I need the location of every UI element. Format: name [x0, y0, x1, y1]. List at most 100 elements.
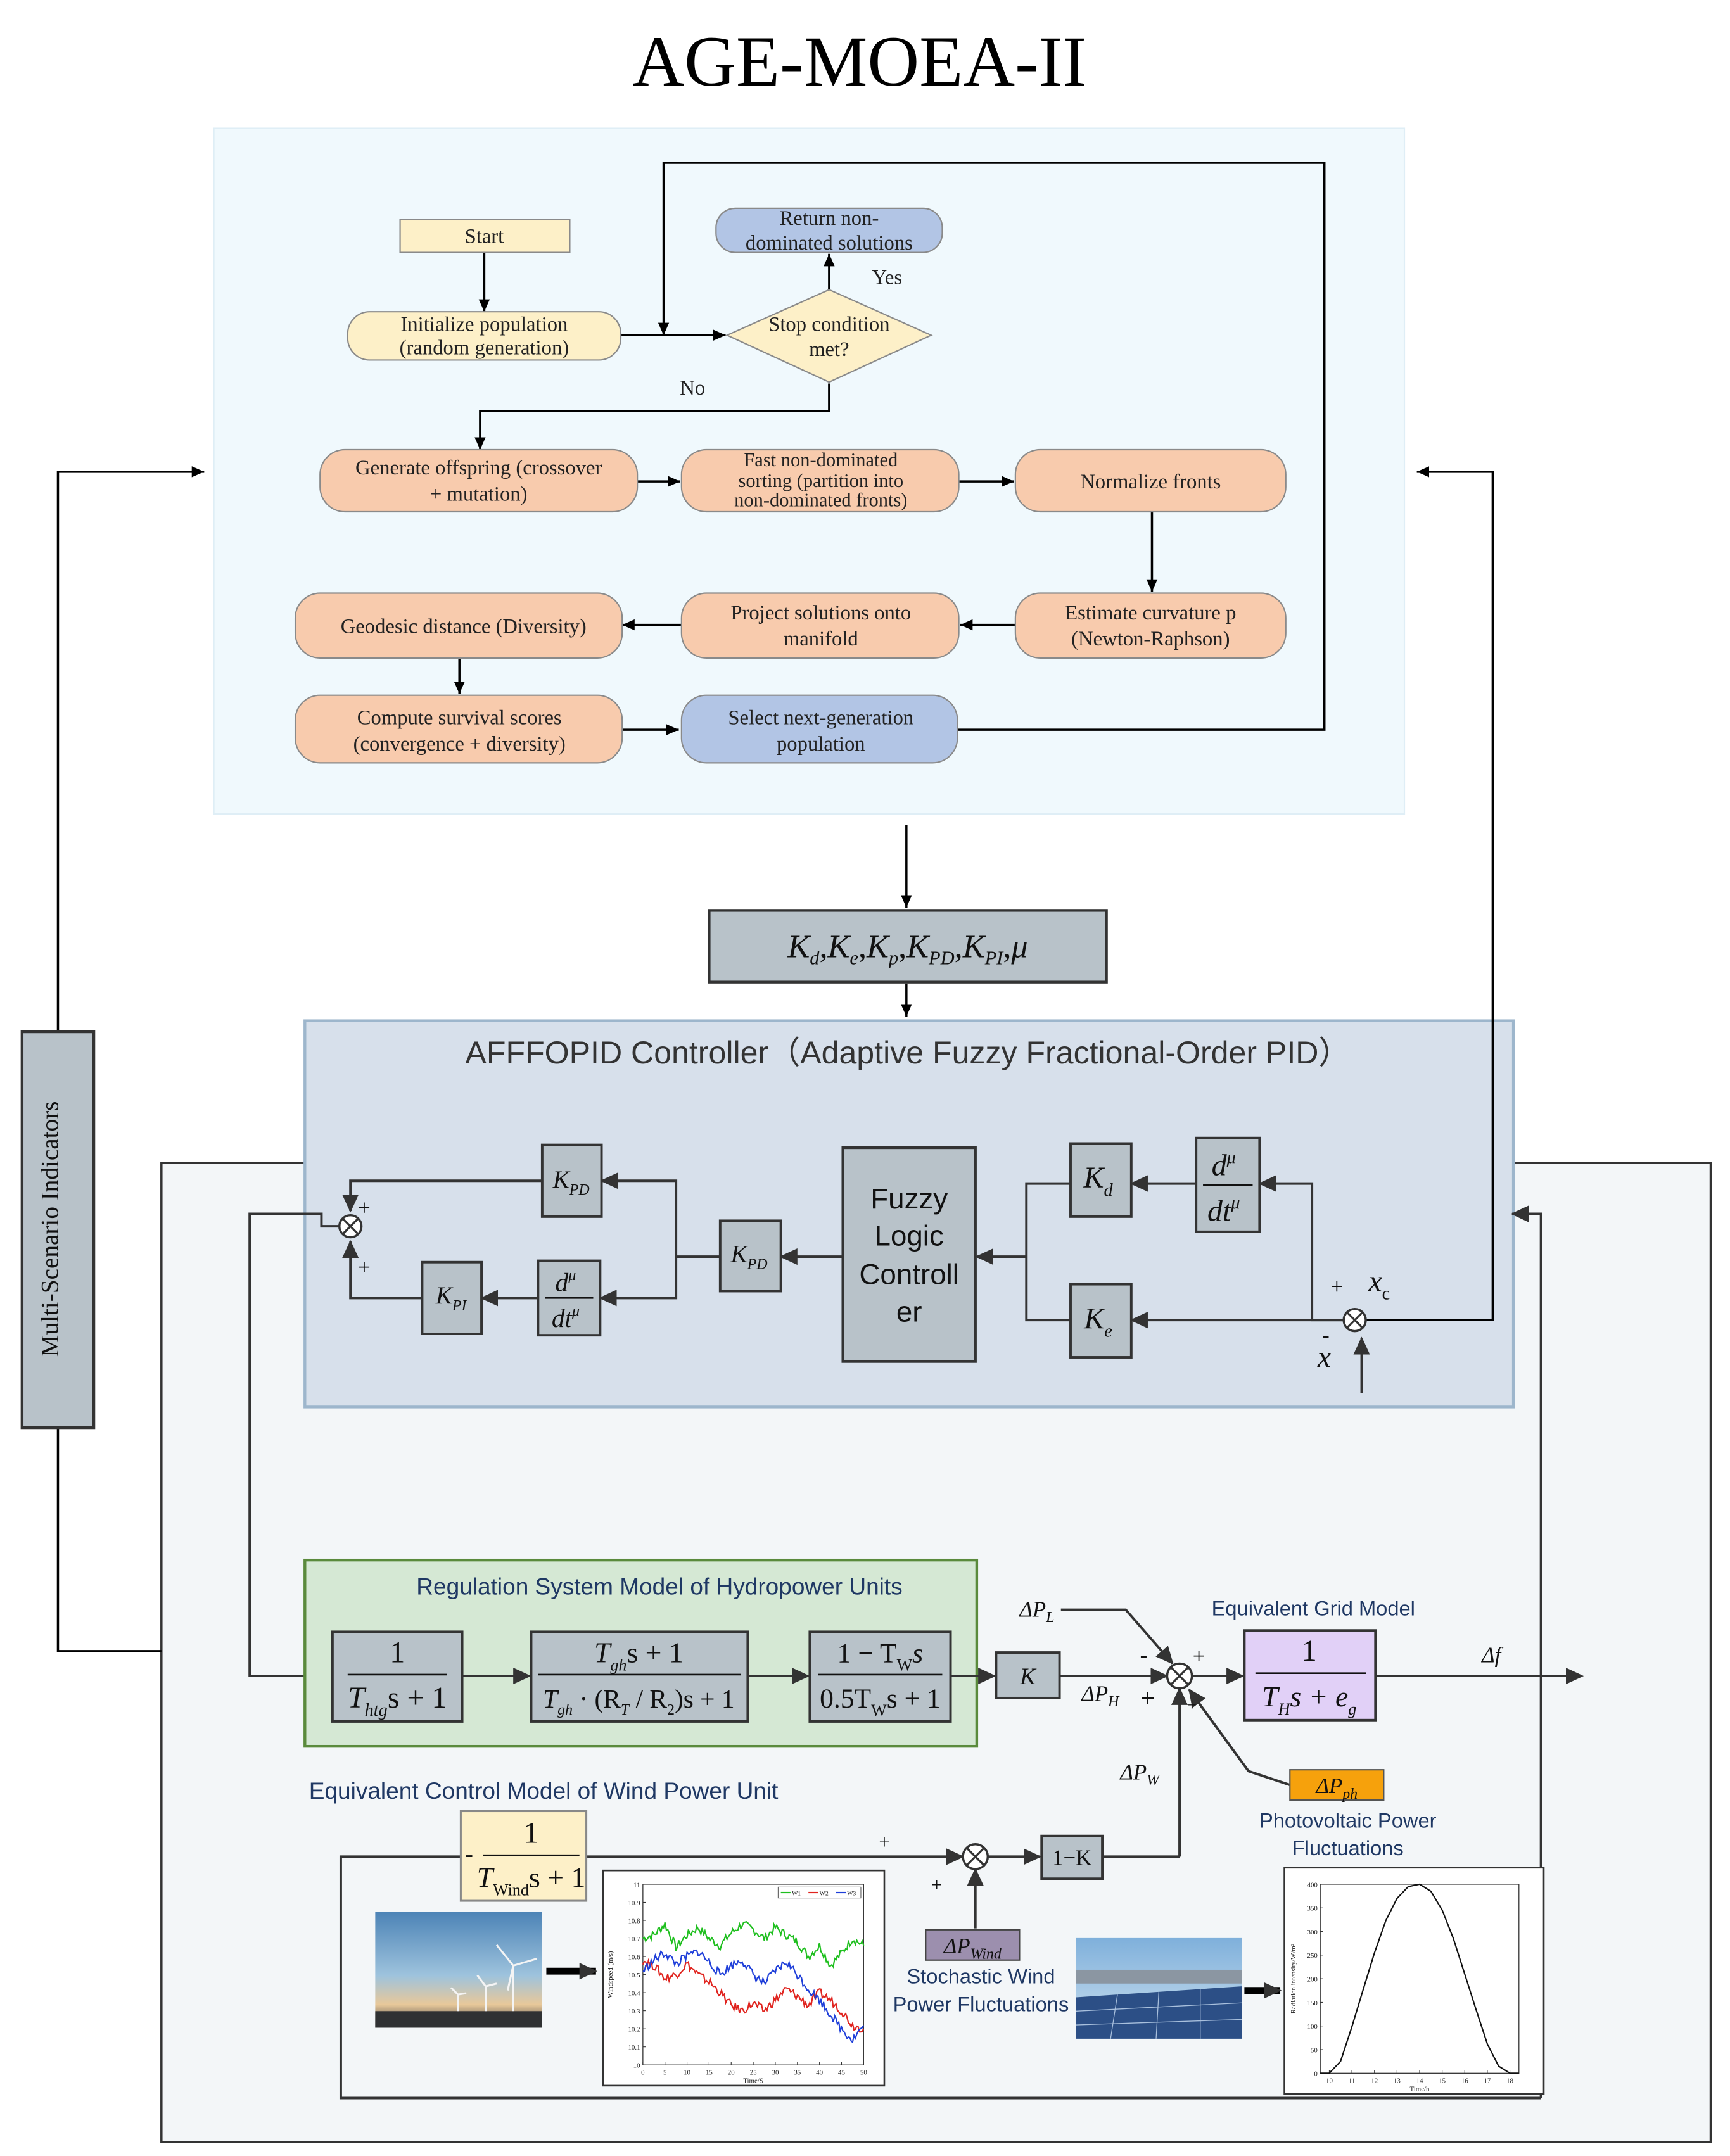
stochastic-wind-line2: Power Fluctuations: [893, 1992, 1069, 2015]
wind-y-tick-label: 10.3: [628, 2008, 640, 2015]
hydro-tf1-num: 1: [390, 1635, 405, 1669]
parameter-vector: Kd,Ke,Kp,KPD,KPI,μ: [787, 928, 1027, 968]
wind-y-tick-label: 10.2: [628, 2026, 640, 2034]
grid-tf-num: 1: [1302, 1634, 1317, 1668]
wind-x-tick-label: 15: [706, 2069, 713, 2076]
grid-sum-plus-left: +: [1141, 1685, 1155, 1712]
wind-model-title: Equivalent Control Model of Wind Power U…: [309, 1777, 779, 1804]
error-sum-cross: [1345, 1310, 1364, 1329]
no-label: No: [680, 377, 705, 400]
wind-x-tick-label: 10: [684, 2069, 690, 2076]
kd-block: [1069, 1142, 1133, 1218]
hydro-tf3-den: 0.5TWs + 1: [820, 1684, 941, 1720]
start-label: Start: [465, 225, 504, 248]
one-minus-k-label: 1−K: [1052, 1845, 1091, 1870]
pv-y-tick-label: 350: [1307, 1905, 1318, 1913]
wind-legend-label: W2: [820, 1890, 829, 1897]
wind-tf-num: 1: [523, 1817, 538, 1850]
delta-f-label: Δf: [1480, 1642, 1503, 1667]
ke-label: Ke: [1083, 1302, 1112, 1341]
wind-x-tick-label: 25: [750, 2069, 757, 2076]
curvature-label-line2: (Newton-Raphson): [1071, 628, 1230, 650]
grid-sum-plus-right: +: [1193, 1644, 1205, 1668]
wind-turbine-photo: [375, 1912, 542, 2028]
pv-radiation-curve: [1320, 1883, 1519, 2074]
stop-condition-decision: [725, 289, 933, 383]
pid-sum-plus-top: +: [358, 1196, 371, 1221]
pv-y-tick-label: 300: [1307, 1929, 1318, 1936]
multi-scenario-indicators-box: [20, 1030, 96, 1430]
pv-y-tick-label: 400: [1307, 1881, 1318, 1889]
normalize-fronts-node: [1014, 448, 1287, 513]
hydro-tf1-block: [331, 1630, 464, 1723]
pv-x-tick-label: 13: [1394, 2077, 1401, 2085]
flc-line4: er: [896, 1295, 922, 1328]
select-label-line1: Select next-generation: [728, 706, 913, 729]
solar-panel-photo: [1076, 1937, 1242, 2039]
pv-y-tick-label: 0: [1314, 2070, 1318, 2078]
project-label-line2: manifold: [784, 628, 858, 650]
delta-pph-label: ΔPph: [1314, 1773, 1358, 1803]
grid-sum-plus-bottom: +: [1187, 1696, 1197, 1715]
kpi-label: KPI: [435, 1282, 467, 1314]
wind-y-tick-label: 10: [633, 2062, 640, 2070]
reference-xc: xc: [1368, 1264, 1390, 1303]
curvature-label-line1: Estimate curvature p: [1065, 602, 1236, 625]
wind-tf-minus: -: [465, 1841, 473, 1868]
wind-speed-chart-frame: [602, 1869, 886, 2087]
flc-line1: Fuzzy: [870, 1183, 948, 1215]
flc-line2: Logic: [875, 1220, 944, 1252]
deriv-left-den: dtμ: [552, 1303, 580, 1333]
sort-label-line1: Fast non-dominated: [744, 449, 898, 471]
hydropower-title: Regulation System Model of Hydropower Un…: [416, 1573, 902, 1600]
pv-y-tick-label: 250: [1307, 1952, 1318, 1960]
sort-label-line3: non-dominated fronts): [734, 489, 907, 510]
grid-sum-minus: -: [1140, 1642, 1148, 1667]
wind-sum-cross: [966, 1848, 984, 1866]
error-sum-minus: -: [1322, 1322, 1330, 1347]
wind-y-tick-label: 10.1: [628, 2044, 640, 2051]
pid-sum-cross: [341, 1217, 360, 1236]
return-label-line2: dominated solutions: [746, 232, 913, 255]
wind-x-tick-label: 5: [663, 2069, 667, 2076]
delta-pph-block: [1289, 1769, 1385, 1801]
offspring-label-line2: + mutation): [430, 483, 528, 506]
one-minus-k-block: [1040, 1834, 1104, 1880]
stop-label-line1: Stop condition: [768, 314, 889, 336]
wind-y-tick-label: 10.8: [628, 1917, 640, 1925]
survival-scores-node: [294, 694, 623, 764]
survival-label-line1: Compute survival scores: [357, 706, 562, 729]
wind-x-tick-label: 30: [772, 2069, 779, 2076]
kpd-block-top: [540, 1143, 603, 1218]
hydro-tf3-block: [808, 1630, 952, 1723]
sort-label-line2: sorting (partition into: [738, 470, 903, 491]
error-sum-plus: +: [1330, 1274, 1343, 1299]
pv-x-tick-label: 12: [1371, 2077, 1378, 2085]
delta-pw-label: ΔPW: [1119, 1760, 1161, 1789]
pid-sum-plus-bottom: +: [358, 1255, 371, 1279]
wind-series-W1: [642, 1920, 865, 1969]
pv-x-tick-label: 14: [1416, 2077, 1423, 2085]
kpi-block: [421, 1260, 483, 1335]
kpd-middle-label: KPD: [730, 1241, 768, 1273]
deriv-left-num: dμ: [556, 1267, 576, 1297]
grid-tf-block: [1243, 1629, 1377, 1722]
feedback-x: x: [1317, 1340, 1331, 1374]
wind-series-W2: [642, 1958, 865, 2033]
wind-legend-label: W3: [847, 1890, 856, 1897]
wind-y-tick-label: 10.9: [628, 1899, 640, 1907]
kpd-top-label: KPD: [552, 1166, 590, 1198]
offspring-label-line1: Generate offspring (crossover: [355, 457, 602, 479]
pv-x-axis-label: Time/h: [1409, 2086, 1430, 2093]
hydro-k-block: [995, 1651, 1061, 1699]
initialize-population-node: [347, 311, 622, 361]
hydro-tf2-num: Tghs + 1: [594, 1636, 684, 1674]
deriv-right-num: dμ: [1212, 1148, 1236, 1183]
pv-y-tick-label: 150: [1307, 2000, 1318, 2007]
hydro-k-label: K: [1019, 1664, 1037, 1690]
delta-pwind-label: ΔPWind: [943, 1934, 1002, 1963]
pv-fluct-line2: Fluctuations: [1292, 1836, 1404, 1860]
